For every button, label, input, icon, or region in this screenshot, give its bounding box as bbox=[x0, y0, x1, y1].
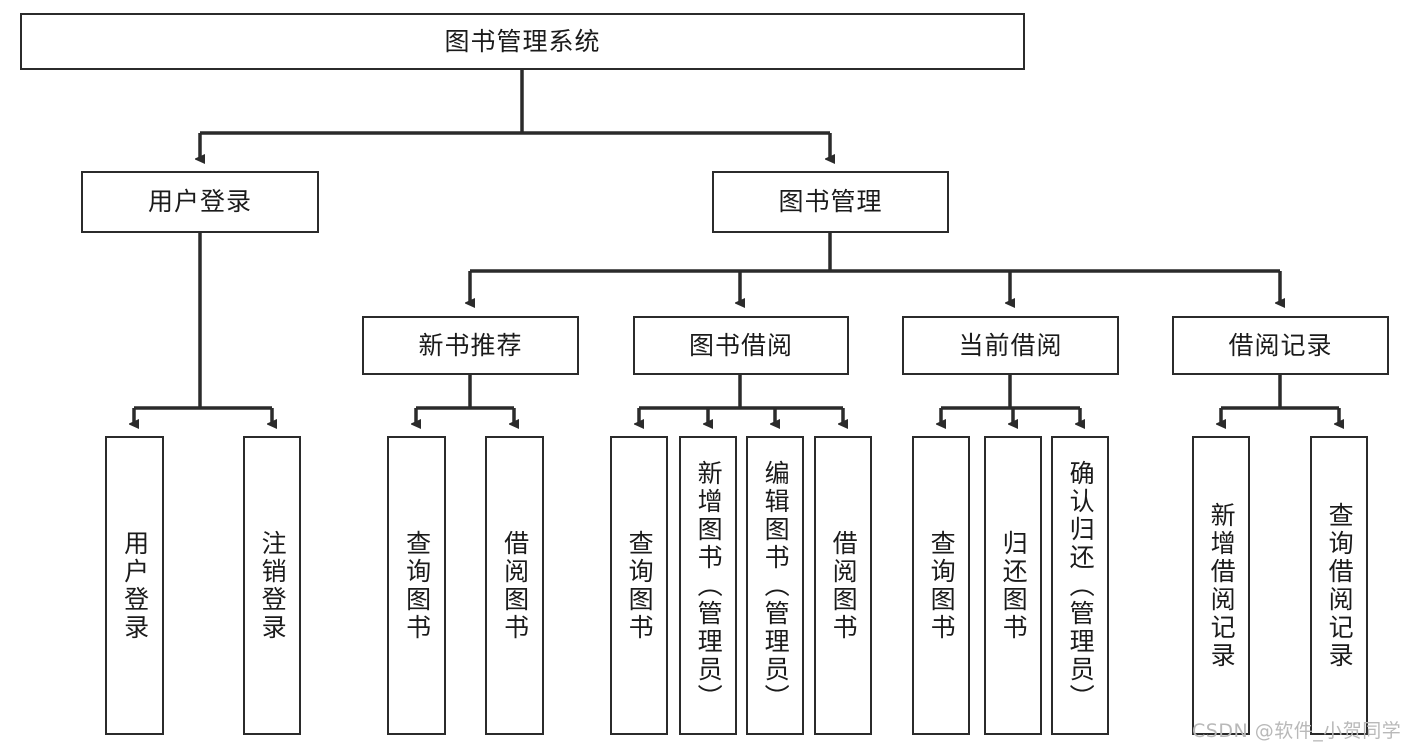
leaf-query-book-borrow[interactable]: 查询图书 bbox=[610, 436, 668, 735]
edges-borrow-to-leaves bbox=[639, 375, 843, 424]
leaf-label: 借阅图书 bbox=[500, 529, 530, 642]
node-book-management[interactable]: 图书管理 bbox=[712, 171, 949, 233]
edges-current-to-leaves bbox=[941, 375, 1080, 424]
leaf-label: 编辑图书（管理员） bbox=[761, 459, 791, 712]
leaf-add-book-admin[interactable]: 新增图书（管理员） bbox=[679, 436, 737, 735]
edges-newbook-to-leaves bbox=[416, 375, 514, 424]
edges-level2-book-to-level3 bbox=[470, 233, 1280, 303]
leaf-label: 新增图书（管理员） bbox=[694, 459, 724, 712]
leaf-confirm-return-admin[interactable]: 确认归还（管理员） bbox=[1051, 436, 1109, 735]
node-current-borrow[interactable]: 当前借阅 bbox=[902, 316, 1119, 375]
leaf-label: 查询图书 bbox=[927, 529, 957, 642]
leaf-borrow-book[interactable]: 借阅图书 bbox=[814, 436, 872, 735]
leaf-edit-book-admin[interactable]: 编辑图书（管理员） bbox=[746, 436, 804, 735]
leaf-label: 查询图书 bbox=[402, 529, 432, 642]
leaf-label: 查询图书 bbox=[625, 529, 655, 642]
leaf-label: 查询借阅记录 bbox=[1325, 501, 1355, 670]
node-new-book-recommend[interactable]: 新书推荐 bbox=[362, 316, 579, 375]
node-root-system[interactable]: 图书管理系统 bbox=[20, 13, 1025, 70]
leaf-query-book-current[interactable]: 查询图书 bbox=[912, 436, 970, 735]
leaf-label: 用户登录 bbox=[120, 529, 150, 642]
node-user-login[interactable]: 用户登录 bbox=[81, 171, 319, 233]
leaf-label: 确认归还（管理员） bbox=[1066, 459, 1096, 712]
leaf-label: 归还图书 bbox=[999, 529, 1029, 642]
node-borrow-record[interactable]: 借阅记录 bbox=[1172, 316, 1389, 375]
leaf-user-login[interactable]: 用户登录 bbox=[105, 436, 164, 735]
edges-root-to-level2 bbox=[200, 70, 830, 159]
leaf-query-book-new[interactable]: 查询图书 bbox=[387, 436, 446, 735]
leaf-return-book[interactable]: 归还图书 bbox=[984, 436, 1042, 735]
leaf-logout-login[interactable]: 注销登录 bbox=[243, 436, 301, 735]
leaf-label: 新增借阅记录 bbox=[1207, 501, 1237, 670]
leaf-query-borrow-record[interactable]: 查询借阅记录 bbox=[1310, 436, 1368, 735]
leaf-borrow-book-new[interactable]: 借阅图书 bbox=[485, 436, 544, 735]
leaf-label: 借阅图书 bbox=[829, 529, 859, 642]
node-book-borrow[interactable]: 图书借阅 bbox=[633, 316, 849, 375]
edges-record-to-leaves bbox=[1221, 375, 1339, 424]
leaf-add-borrow-record[interactable]: 新增借阅记录 bbox=[1192, 436, 1250, 735]
leaf-label: 注销登录 bbox=[258, 529, 288, 642]
edges-login-to-leaves bbox=[134, 233, 272, 424]
